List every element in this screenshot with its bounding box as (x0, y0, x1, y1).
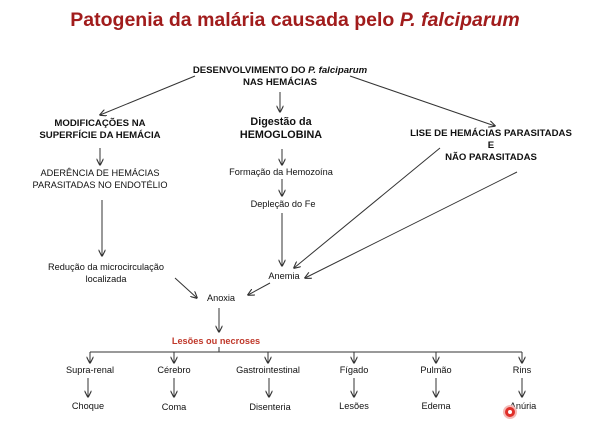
outcome-choque: Choque (71, 401, 105, 411)
outcome-disenteria: Disenteria (249, 402, 291, 412)
arrow-dev-to-lysis (349, 75, 495, 126)
node-modifications: MODIFICAÇÕES NA SUPERFÍCIE DA HEMÁCIA (39, 118, 161, 141)
organ-gastrointestinal: Gastrointestinal (236, 365, 300, 375)
arrow-dev-to-mod (100, 75, 196, 115)
organ-pulmao: Pulmão (420, 365, 452, 375)
arrow-lysis-a-to-anemia (294, 147, 441, 268)
node-hemozoin: Formação da Hemozoína (229, 167, 333, 177)
node-anoxia: Anoxia (206, 293, 236, 303)
node-digestion: Digestão da HEMOGLOBINA (239, 116, 323, 142)
page-title: Patogenia da malária causada pelo P. fal… (70, 9, 520, 31)
organ-cerebro: Cérebro (157, 365, 191, 375)
node-lysis: LISE DE HEMÁCIAS PARASITADAS E NÃO PARAS… (410, 128, 572, 163)
outcome-edema: Edema (421, 401, 451, 411)
outcome-lesoes: Lesões (339, 401, 369, 411)
node-iron-depletion: Depleção do Fe (250, 199, 316, 209)
arrow-micro-to-anoxia (174, 277, 197, 298)
node-lesions: Lesões ou necroses (171, 336, 261, 346)
organ-suprarenal: Supra-renal (65, 365, 115, 375)
node-microcirculation: Redução da microcirculação localizada (48, 262, 164, 284)
mouse-pointer-indicator (505, 407, 515, 417)
node-development: DESENVOLVIMENTO DO P. falciparum NAS HEM… (192, 65, 368, 88)
arrow-lysis-b-to-anemia (305, 171, 518, 278)
arrow-anemia-to-anoxia (248, 282, 271, 295)
node-adherence: ADERÊNCIA DE HEMÁCIAS PARASITADAS NO END… (32, 168, 168, 190)
node-anemia: Anemia (268, 271, 300, 281)
organ-figado: Fígado (339, 365, 369, 375)
outcome-coma: Coma (161, 402, 187, 412)
outcome-anuria: Anúria (509, 401, 537, 411)
organ-rins: Rins (512, 365, 532, 375)
